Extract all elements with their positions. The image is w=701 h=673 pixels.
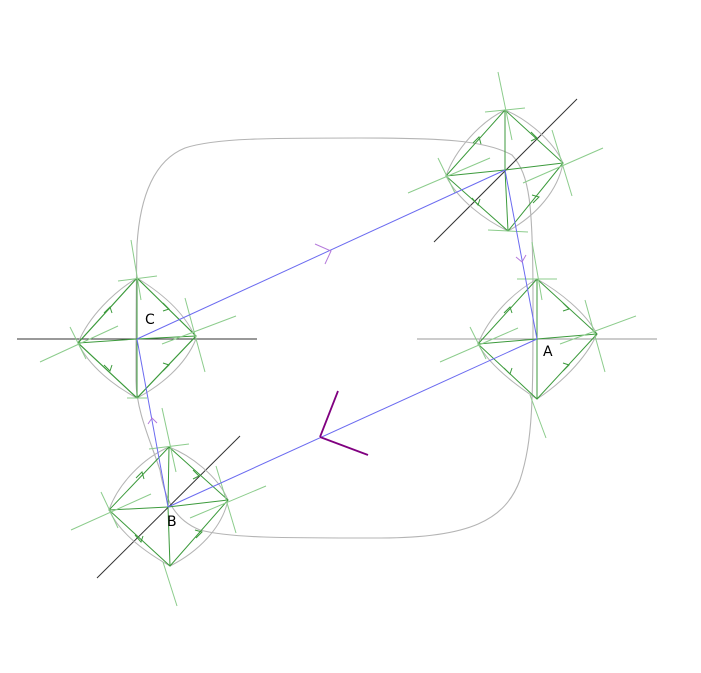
- vertex-tr-tangent: [551, 129, 573, 197]
- vertex-b-tangent: [100, 491, 119, 529]
- arrow-mark: [515, 254, 527, 263]
- vertex-c-group: C: [17, 239, 257, 399]
- vertex-tr-tangent: [437, 157, 456, 194]
- vertex-c-tangent: [184, 297, 206, 373]
- vertex-tr-edge-tick: [531, 194, 540, 204]
- vertex-tr-edge-tick: [471, 197, 481, 206]
- vertex-b-spoke: [167, 499, 229, 508]
- arrow-mark: [147, 417, 158, 425]
- vertex-a-edge-tick: [562, 302, 570, 312]
- vertex-a-tangent: [469, 326, 487, 360]
- vertex-b-edge-tick: [135, 471, 145, 480]
- vertex-c-edge-tick: [103, 364, 113, 372]
- vertex-b-spoke: [167, 446, 170, 508]
- vertex-b-tangent: [162, 561, 178, 607]
- vertex-b-edge-tick: [134, 534, 144, 543]
- vertex-b-edge-tick: [192, 469, 200, 480]
- vertex-b-tangent: [215, 465, 237, 534]
- vertex-c-tangent: [69, 326, 87, 360]
- vertex-b-edge-tick: [194, 529, 203, 539]
- vertex-c-tangent: [130, 239, 142, 301]
- edge-b-to-c: [136, 338, 169, 508]
- vertex-tr-tangent: [487, 229, 529, 233]
- edge-top-right-to-a: [504, 169, 538, 340]
- edge-c-to-top-right: [136, 169, 506, 340]
- vertex-a-edge-tick: [562, 362, 570, 372]
- vertex-tr-tangent: [522, 147, 604, 184]
- vertex-c-edge-tick: [162, 362, 170, 372]
- vertex-top-right-group: [407, 71, 604, 243]
- label-b: B: [167, 514, 177, 530]
- vertex-tr-tangent: [484, 107, 526, 113]
- vertex-c-tangent: [161, 315, 237, 345]
- edge-a-to-b: [167, 338, 538, 508]
- vertex-a-spoke: [536, 333, 598, 340]
- vertex-a-tangent: [529, 394, 547, 439]
- vertex-a-spoke: [477, 338, 538, 345]
- vertex-b-tangent: [189, 485, 267, 519]
- label-a: A: [543, 344, 553, 360]
- vertex-b-tangent: [161, 407, 177, 473]
- vertex-c-edge-tick: [103, 306, 113, 314]
- vertex-tr-edge-tick: [530, 131, 538, 142]
- vertex-b-spoke: [167, 506, 171, 567]
- label-c: C: [145, 312, 155, 328]
- vertex-tr-spoke: [504, 169, 509, 232]
- vertex-b-spoke: [108, 506, 169, 511]
- vertex-c-edge-tick: [162, 302, 170, 312]
- vertex-tr-spoke: [504, 162, 564, 171]
- vertex-c-tangent: [117, 275, 158, 282]
- arrow-mark: [314, 243, 332, 265]
- vertex-c-spoke: [136, 335, 197, 340]
- vertex-a-edge-tick: [503, 367, 513, 375]
- outline-loop: [135, 137, 534, 539]
- vertex-b-tangent: [148, 443, 190, 450]
- vertex-b-tangent: [70, 493, 152, 531]
- vertex-tr-spoke: [445, 169, 506, 177]
- vertex-a-group: A: [417, 241, 657, 439]
- vertex-tr-tangent: [407, 157, 491, 194]
- vertex-a-tangent: [531, 241, 543, 301]
- vertex-tr-tangent: [497, 71, 513, 141]
- vertex-a-tangent: [584, 299, 606, 373]
- vertex-a-tangent: [559, 315, 637, 345]
- vertex-c-spoke: [77, 338, 138, 344]
- axis-mark-up: [319, 390, 339, 438]
- axis-mark-right: [319, 436, 369, 456]
- vertex-tr-edge-tick: [472, 136, 482, 145]
- vertex-a-edge-tick: [503, 306, 513, 314]
